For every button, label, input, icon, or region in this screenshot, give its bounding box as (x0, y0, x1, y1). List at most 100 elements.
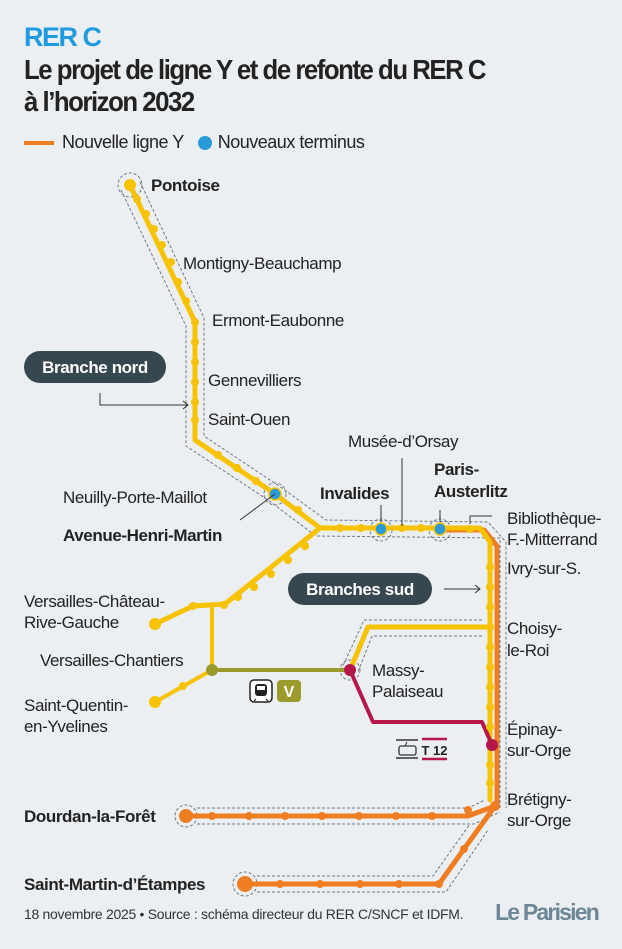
station-musee-orsay: Musée-d’Orsay (348, 432, 459, 451)
station-dot (357, 524, 365, 532)
legend-new-line: Nouvelle ligne Y (62, 132, 184, 152)
station-dot (191, 378, 199, 386)
station-choisy-1: Choisy- (507, 619, 562, 638)
station-bibliotheque-2: F.-Mitterrand (507, 530, 597, 549)
source-footer: 18 novembre 2025 • Source : schéma direc… (24, 906, 464, 922)
station-dot (276, 880, 284, 888)
station-dot (208, 812, 216, 820)
station-dourdan: Dourdan-la-Forêt (24, 807, 156, 826)
station-dot (150, 225, 158, 233)
title-line-2: à l’horizon 2032 (24, 86, 195, 117)
station-dot (281, 812, 289, 820)
terminus-dot (433, 522, 447, 536)
station-versailles-chantiers: Versailles-Chantiers (40, 651, 183, 670)
station-dot (233, 464, 241, 472)
station-dot (179, 682, 187, 690)
station-gennevilliers: Gennevilliers (208, 371, 301, 390)
station-dot (486, 683, 494, 691)
station-dot (486, 779, 494, 787)
station-dot (174, 278, 182, 286)
branches-sud-text: Branches sud (306, 580, 414, 599)
le-parisien-logo: Le Parisien (495, 899, 600, 925)
station-ermont: Ermont-Eaubonne (212, 311, 344, 330)
station-dot (486, 603, 494, 611)
orange-line-swatch-icon (24, 140, 54, 145)
station-dot (142, 210, 150, 218)
station-dot (344, 664, 356, 676)
station-dot (284, 556, 292, 564)
station-dot (252, 477, 260, 485)
station-invalides: Invalides (320, 484, 389, 503)
legend-new-terminus: Nouveaux terminus (217, 132, 365, 152)
station-dot (318, 812, 326, 820)
tram-t12 (348, 668, 494, 747)
station-dot (417, 524, 425, 532)
station-dot (167, 258, 175, 266)
station-neuilly: Neuilly-Porte-Maillot (63, 488, 207, 507)
station-dot (336, 524, 344, 532)
station-dot (191, 358, 199, 366)
station-dot (191, 398, 199, 406)
station-dot (486, 643, 494, 651)
line-y-saint-martin (242, 803, 498, 887)
page-title: Le projet de ligne Y et de refonte du RE… (24, 54, 487, 118)
station-dot (191, 318, 199, 326)
station-dot (486, 563, 494, 571)
line-y-dourdan (183, 803, 498, 819)
station-dot (460, 845, 468, 853)
station-massy-2: Palaiseau (372, 682, 443, 701)
station-choisy-2: le-Roi (507, 641, 549, 660)
station-dot (356, 880, 364, 888)
line-v-badge: V (277, 680, 301, 702)
station-dot (189, 602, 197, 610)
station-dot (182, 297, 190, 305)
station-avenue-henri-martin: Avenue-Henri-Martin (63, 526, 222, 545)
station-dot (486, 703, 494, 711)
station-dot (133, 195, 141, 203)
station-dot (158, 241, 166, 249)
station-dot (486, 761, 494, 769)
station-dot (486, 739, 498, 751)
station-dot (355, 812, 363, 820)
station-dot (486, 583, 494, 591)
station-saint-martin: Saint-Martin-d’Étampes (24, 875, 205, 894)
station-dot (486, 723, 494, 731)
station-dot (245, 812, 253, 820)
station-dot (486, 663, 494, 671)
station-dot (179, 809, 193, 823)
station-dot (428, 812, 436, 820)
branches-sud-label: Branches sud (288, 573, 481, 605)
station-dot (250, 583, 258, 591)
title-line-1: Le projet de ligne Y et de refonte du RE… (24, 54, 487, 85)
blue-dot-swatch-icon (197, 135, 212, 150)
tram-t12-badge: T 12 (421, 737, 448, 761)
station-massy-1: Massy- (372, 661, 424, 680)
station-epinay-2: sur-Orge (507, 741, 571, 760)
station-dot (398, 524, 406, 532)
station-dot (466, 525, 474, 533)
station-ivry: Ivry-sur-S. (507, 559, 581, 578)
station-dot (316, 880, 324, 888)
station-dot (490, 801, 500, 811)
station-dot (464, 806, 472, 814)
station-versailles-chateau-1: Versailles-Château- (24, 592, 165, 611)
station-saint-ouen: Saint-Ouen (208, 410, 290, 429)
station-bretigny-1: Brétigny- (507, 790, 571, 809)
train-icon (249, 679, 273, 703)
station-dot (191, 338, 199, 346)
station-dot (191, 416, 199, 424)
station-pontoise: Pontoise (151, 176, 220, 195)
station-versailles-chateau-2: Rive-Gauche (24, 613, 119, 632)
station-dot (267, 570, 275, 578)
t12-text: T 12 (421, 743, 447, 758)
station-dot (149, 696, 161, 708)
station-sqy-2: en-Yvelines (24, 717, 108, 736)
station-dot (234, 593, 242, 601)
station-dot (124, 179, 136, 191)
station-dot (220, 601, 228, 609)
station-dot (237, 876, 253, 892)
terminus-dot (374, 522, 388, 536)
station-dot (294, 506, 302, 514)
station-dot (486, 623, 494, 631)
